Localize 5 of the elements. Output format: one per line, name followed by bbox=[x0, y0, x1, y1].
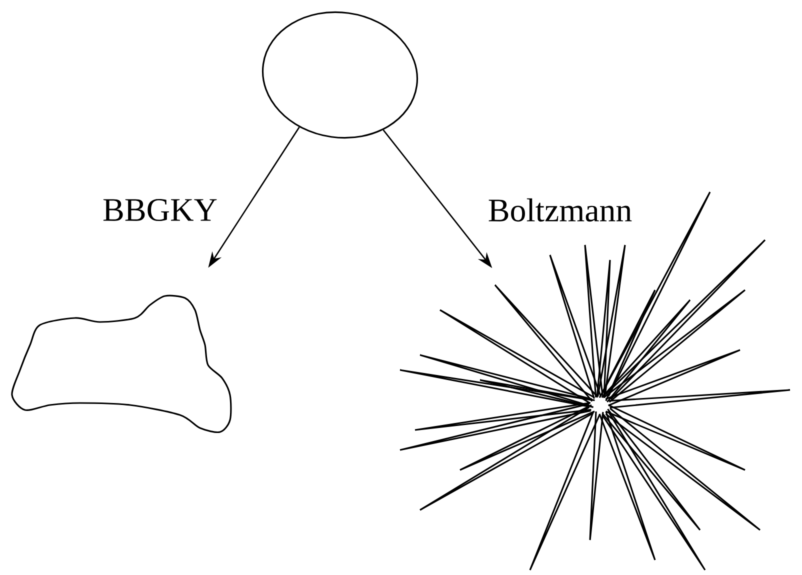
oval-shape bbox=[262, 11, 418, 139]
edge-label: BBGKY bbox=[103, 198, 217, 222]
edge-label: Boltzmann bbox=[488, 198, 632, 222]
blob-shape bbox=[11, 294, 232, 434]
spiky-star-drawing bbox=[399, 191, 791, 571]
